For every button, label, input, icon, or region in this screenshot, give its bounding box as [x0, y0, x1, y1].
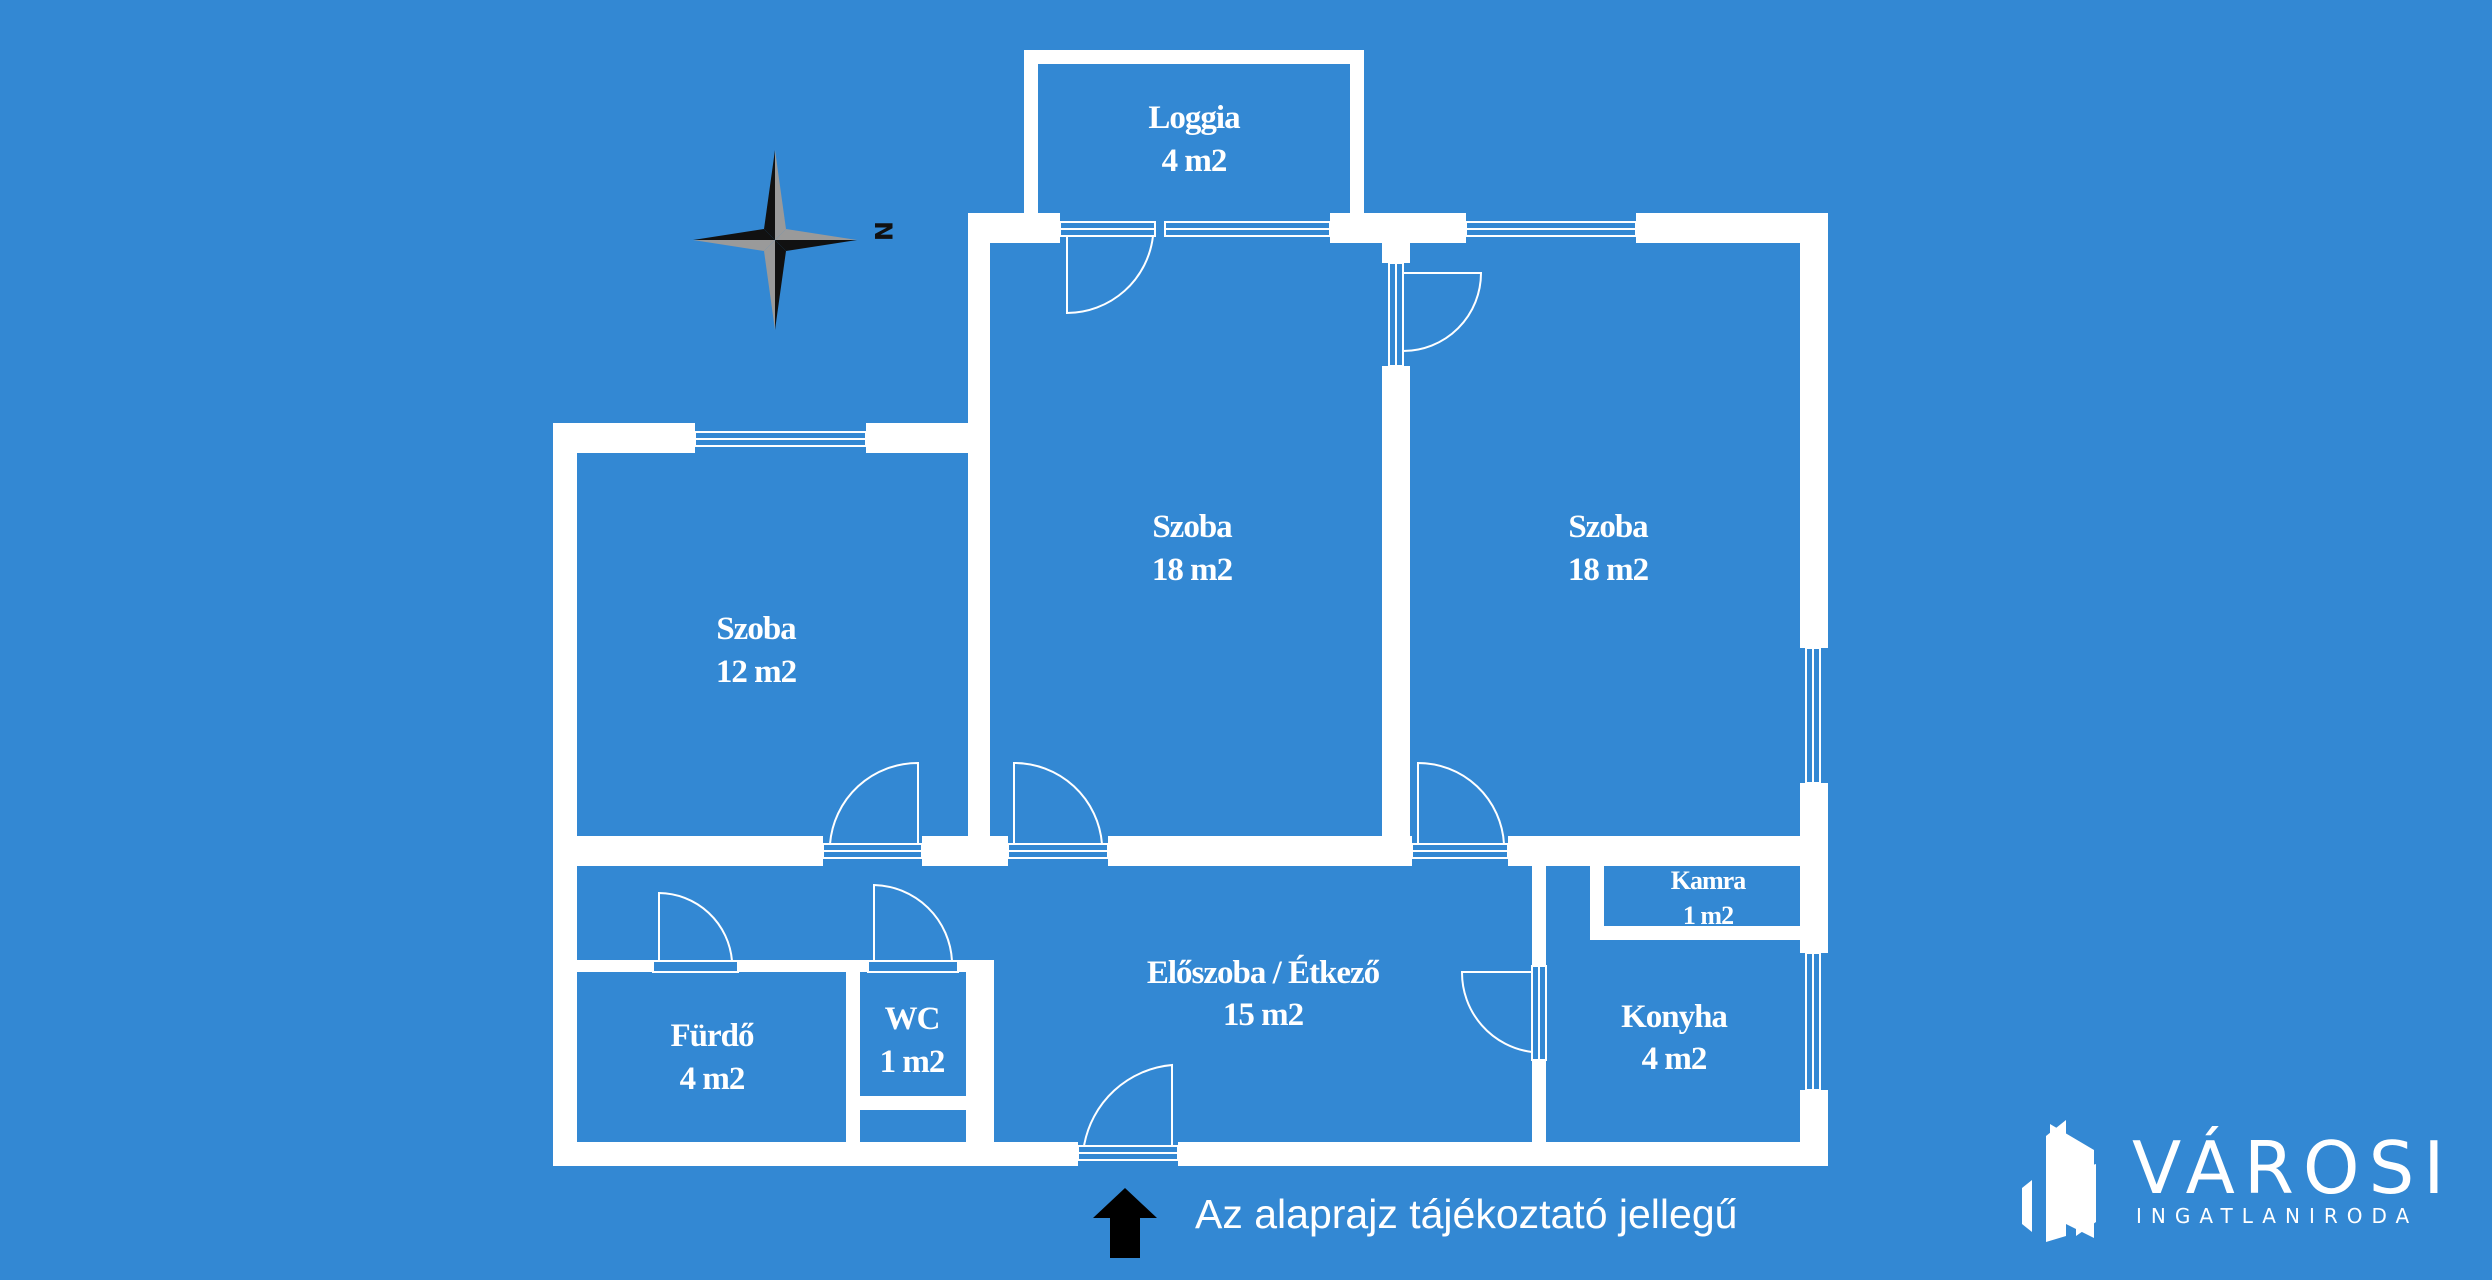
wall — [1382, 366, 1410, 866]
room-name-hall: Előszoba / Étkező — [1147, 954, 1380, 991]
room-name-loggia: Loggia — [1148, 100, 1240, 136]
wall — [553, 1142, 1078, 1166]
entrance-arrow-icon — [1093, 1188, 1157, 1258]
door — [1077, 1063, 1179, 1161]
room-area-hall: 15 m2 — [1223, 997, 1304, 1033]
wall — [968, 213, 990, 866]
wall — [1024, 50, 1038, 216]
room-area-wc: 1 m2 — [880, 1044, 945, 1080]
wall — [1350, 50, 1364, 216]
brand-name: VÁROSI — [2132, 1126, 2454, 1210]
wall — [866, 423, 988, 453]
wall — [860, 1096, 966, 1110]
room-area-bedroom-center: 18 m2 — [1152, 552, 1233, 588]
wall — [1800, 213, 1828, 648]
wall — [1532, 866, 1546, 966]
room-area-bedroom-left: 12 m2 — [716, 654, 797, 690]
room-area-kitchen: 4 m2 — [1642, 1041, 1707, 1077]
room-area-bedroom-right: 18 m2 — [1568, 552, 1649, 588]
door — [867, 883, 959, 973]
compass-north-label: N — [869, 221, 897, 241]
room-area-loggia: 4 m2 — [1162, 143, 1227, 179]
room-name-bathroom: Fürdő — [670, 1018, 754, 1054]
door — [1059, 221, 1156, 315]
room-area-pantry: 1 m2 — [1683, 901, 1733, 930]
wall — [1532, 1060, 1546, 1166]
wall — [1508, 836, 1828, 866]
windows — [694, 221, 1821, 1091]
room-area-bathroom: 4 m2 — [680, 1061, 745, 1097]
door — [1007, 761, 1109, 859]
wall — [1108, 836, 1412, 866]
door — [652, 891, 739, 973]
walls — [553, 50, 1828, 1166]
brand-subtitle: INGATLANIRODA — [2136, 1204, 2418, 1228]
wall — [553, 423, 577, 1166]
door — [1460, 965, 1547, 1061]
room-name-pantry: Kamra — [1671, 866, 1746, 895]
room-labels: Loggia 4 m2 Szoba 12 m2 Szoba 18 m2 Szob… — [670, 100, 1747, 1097]
doors — [652, 221, 1547, 1161]
compass-rose-icon: N — [693, 150, 897, 330]
wall — [1800, 783, 1828, 953]
door — [822, 761, 923, 859]
wall — [553, 836, 823, 866]
room-name-bedroom-left: Szoba — [716, 611, 796, 647]
wall — [922, 836, 1008, 866]
wall — [1590, 926, 1806, 940]
room-name-bedroom-center: Szoba — [1152, 509, 1232, 545]
door — [1388, 262, 1483, 367]
room-name-bedroom-right: Szoba — [1568, 509, 1648, 545]
wall — [966, 960, 994, 1166]
wall — [1636, 213, 1828, 243]
disclaimer-text: Az alaprajz tájékoztató jellegű — [1195, 1191, 1737, 1237]
wall — [1024, 50, 1364, 64]
room-name-wc: WC — [885, 1001, 940, 1037]
building-logo-icon — [2022, 1120, 2096, 1242]
wall — [1178, 1142, 1828, 1166]
wall — [846, 960, 860, 1166]
wall — [553, 960, 653, 972]
wall — [738, 960, 868, 972]
room-name-kitchen: Konyha — [1621, 999, 1727, 1035]
door — [1411, 761, 1509, 859]
wall — [1590, 866, 1604, 940]
wall — [1382, 213, 1410, 263]
